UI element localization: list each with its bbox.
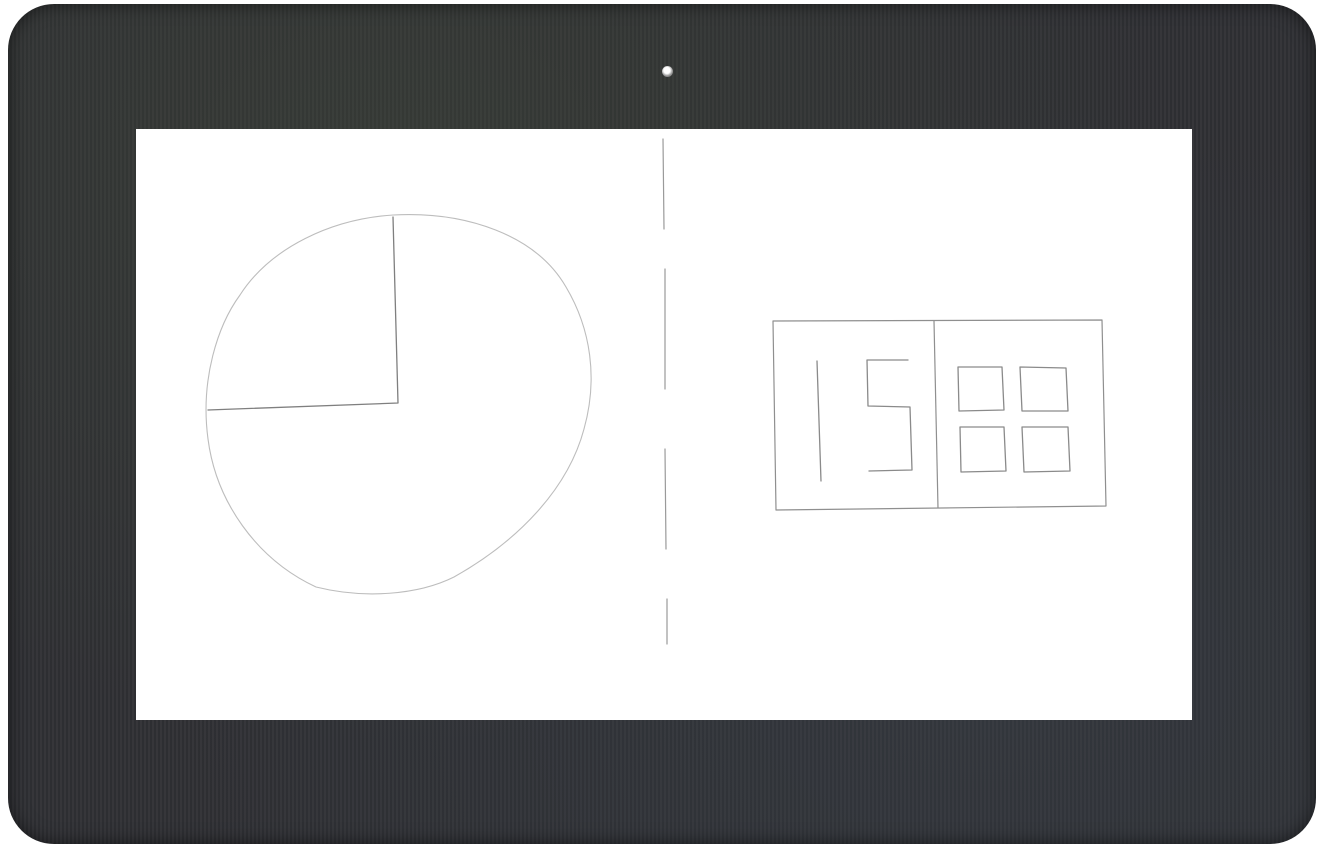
wireframe-sketch — [136, 129, 1192, 720]
digital-clock-widget[interactable] — [773, 320, 1106, 510]
clock-digit-1 — [817, 361, 821, 481]
clock-box-outline — [773, 320, 1106, 510]
split-divider — [663, 139, 667, 644]
tablet-screen — [136, 129, 1192, 720]
front-camera-icon — [662, 66, 673, 77]
clock-digit-5 — [867, 360, 912, 471]
pie-slice-divider — [208, 217, 398, 410]
clock-digit-8b — [1020, 367, 1070, 472]
pie-outline — [206, 215, 591, 594]
clock-box-divider — [934, 321, 938, 508]
pie-chart-widget[interactable] — [206, 215, 591, 594]
clock-digit-8a — [958, 367, 1006, 472]
